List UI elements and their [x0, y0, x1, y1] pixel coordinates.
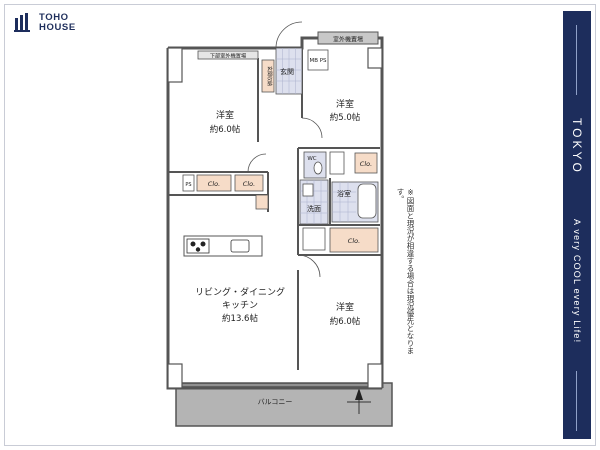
- bathtub-icon: [357, 183, 377, 219]
- mbps-box: [307, 49, 329, 71]
- closet-1-label: Clo.: [208, 180, 220, 188]
- north-arrow-icon: [347, 388, 371, 414]
- closet-2: [234, 174, 264, 192]
- bathroom-label: 浴室: [337, 189, 351, 198]
- shoe-storage: [261, 59, 275, 93]
- closet-3-label: Clo.: [360, 160, 372, 168]
- windows: [182, 383, 368, 387]
- bedroom-ne-door-swing: [301, 117, 323, 139]
- brand-mark-icon: [14, 13, 30, 32]
- mbps-label: MB PS: [309, 58, 327, 64]
- closet-3: [354, 152, 378, 174]
- toilet-label: WC: [307, 156, 316, 162]
- ldk-name-line1: リビング・ダイニング: [195, 286, 285, 298]
- bathroom-tiles: [332, 182, 356, 222]
- entrance-door-swing: [275, 21, 303, 49]
- washroom-label: 洗面: [307, 204, 321, 213]
- side-city: TOKYO: [570, 117, 584, 175]
- shoe-storage-label: 玄関収納: [266, 66, 273, 86]
- bedroom-nw-name: 洋室: [216, 109, 234, 121]
- sink-icon: [302, 183, 314, 197]
- bedroom-ne-name: 洋室: [336, 98, 354, 110]
- hall-cabinet: [329, 151, 345, 175]
- ps-box: [182, 174, 195, 192]
- pillars: [167, 47, 383, 389]
- bedroom-ne-size: 約5.0帖: [330, 112, 361, 123]
- side-divider: [576, 25, 577, 95]
- bedroom-nw-door-swing: [247, 153, 267, 173]
- outdoor-unit-top-label: 室外機置場: [333, 36, 363, 44]
- disclaimer-note: ※図面と現況が相違する場合は現況優先となります。: [396, 188, 415, 355]
- side-slogan: A very COOL every Life!: [572, 218, 582, 344]
- brand-logo: TOHO HOUSE: [14, 12, 76, 34]
- balcony-area: [175, 382, 393, 427]
- laundry-space: [302, 227, 326, 251]
- bedroom-se-door-swing: [297, 254, 321, 278]
- closet-4: [329, 227, 379, 253]
- closet-2-label: Clo.: [243, 180, 255, 188]
- side-banner: TOKYO A very COOL every Life!: [563, 11, 591, 439]
- side-divider: [576, 371, 577, 431]
- entrance-tiles: [276, 48, 302, 94]
- outdoor-unit-lower: [197, 50, 259, 60]
- toilet-bowl-icon: [313, 161, 323, 175]
- page-frame: [4, 4, 596, 446]
- closet-1: [196, 174, 232, 192]
- kitchen-sink-icon: [230, 239, 250, 253]
- entrance-label: 玄関: [280, 67, 294, 76]
- balcony-label: バルコニー: [258, 398, 293, 406]
- bedroom-nw-size: 約6.0帖: [210, 124, 241, 135]
- brand-line2: HOUSE: [39, 22, 76, 33]
- bedroom-se-size: 約6.0帖: [330, 316, 361, 327]
- brand-line1: TOHO: [39, 12, 69, 23]
- bedroom-se-name: 洋室: [336, 301, 354, 313]
- closet-small: [255, 194, 269, 210]
- ps-label: PS: [185, 182, 191, 188]
- stove-icon: [186, 238, 210, 254]
- ldk-name-line2: キッチン: [222, 300, 258, 311]
- ldk-size: 約13.6帖: [222, 313, 258, 324]
- closet-4-label: Clo.: [348, 237, 360, 245]
- outdoor-unit-lower-label: 下部室外機置場: [210, 52, 246, 60]
- outdoor-unit-top: [317, 31, 379, 45]
